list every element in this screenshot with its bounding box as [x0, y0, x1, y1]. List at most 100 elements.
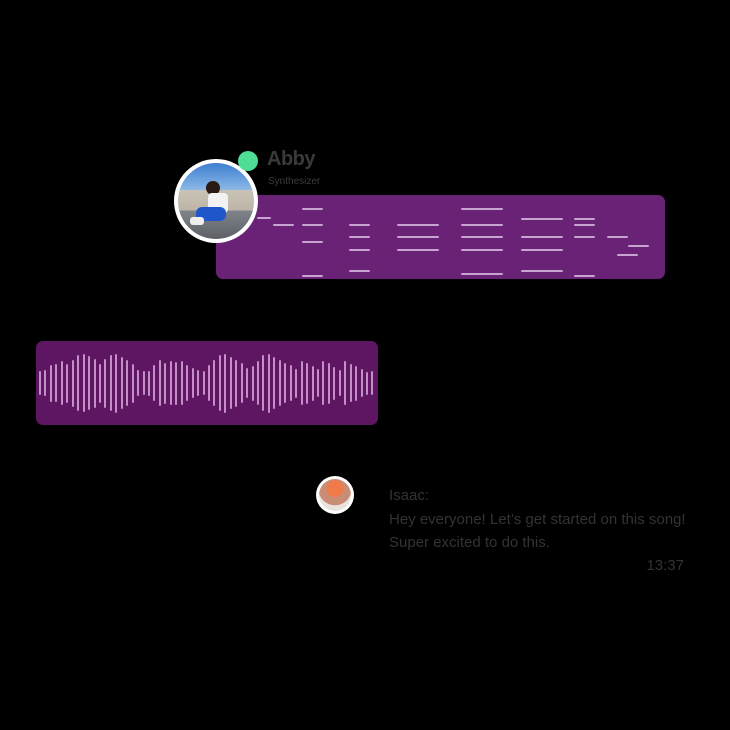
waveform-bar: [338, 370, 341, 396]
online-status-icon: [238, 151, 258, 171]
waveform-bar: [98, 363, 101, 403]
waveform-bar: [257, 361, 259, 405]
waveform-bar: [93, 358, 96, 408]
waveform-bar: [213, 360, 216, 406]
waveform-bar: [267, 353, 270, 413]
waveform-bar: [158, 360, 161, 406]
waveform-bar: [39, 371, 41, 395]
waveform-bar: [186, 365, 189, 401]
waveform-bar: [104, 358, 107, 408]
user-photo-icon: [178, 163, 254, 239]
midi-note: [273, 224, 294, 226]
waveform-bar: [55, 364, 58, 402]
waveform-bar: [284, 363, 287, 403]
waveform-bar: [295, 368, 298, 398]
midi-note: [349, 249, 370, 251]
piano-roll-track[interactable]: [216, 195, 665, 279]
waveform-bar: [306, 362, 309, 404]
waveform-bar: [126, 360, 129, 406]
midi-note: [461, 208, 503, 210]
waveform-bar: [366, 371, 368, 395]
midi-note: [617, 254, 638, 256]
midi-note: [397, 236, 439, 238]
midi-note: [574, 236, 595, 238]
waveform-bar: [148, 370, 150, 396]
waveform-bar: [197, 370, 200, 396]
midi-note: [574, 218, 595, 220]
waveform-bar: [180, 361, 183, 405]
waveform-bar: [246, 368, 249, 398]
waveform-bar: [224, 353, 227, 413]
waveform-bar: [327, 362, 330, 404]
waveform-bar: [88, 356, 91, 410]
waveform-bar: [142, 371, 145, 395]
message-sender: Isaac:: [389, 487, 430, 504]
waveform-bar: [207, 365, 210, 401]
waveform-bar: [240, 363, 243, 403]
midi-note: [574, 275, 595, 277]
midi-note: [521, 236, 563, 238]
midi-note: [302, 241, 323, 243]
waveform-bar: [175, 361, 178, 405]
waveform-bar: [202, 371, 205, 395]
midi-note: [521, 218, 563, 220]
waveform-bar: [251, 365, 254, 401]
midi-note: [349, 236, 370, 238]
waveform-bar: [44, 370, 47, 396]
waveform-bar: [262, 355, 265, 411]
waveform-bar: [235, 359, 238, 407]
waveform-bar: [349, 364, 352, 402]
waveform-bar: [191, 368, 194, 398]
midi-note: [397, 249, 439, 251]
midi-note: [397, 224, 439, 226]
midi-note: [461, 249, 503, 251]
midi-note: [628, 245, 649, 247]
track-user-name: Abby: [267, 148, 316, 170]
waveform-bar: [71, 359, 74, 407]
audio-waveform-track[interactable]: [36, 341, 378, 425]
waveform-bar: [229, 357, 232, 409]
waveform-bar: [322, 361, 325, 405]
waveform-bar: [300, 361, 303, 405]
midi-note: [521, 270, 563, 272]
waveform-bar: [371, 371, 374, 395]
waveform-bar: [355, 365, 358, 401]
waveform-bar: [289, 365, 292, 401]
midi-note: [349, 270, 370, 272]
midi-note: [574, 224, 595, 226]
message-text: Hey everyone! Let’s get started on this …: [389, 511, 686, 551]
waveform-bar: [115, 353, 118, 413]
midi-note: [607, 236, 628, 238]
waveform-bar: [49, 364, 52, 402]
waveform-bar: [169, 361, 172, 405]
waveform-bar: [344, 361, 347, 405]
midi-note: [349, 224, 370, 226]
midi-note: [461, 273, 503, 275]
waveform-bar: [311, 365, 314, 401]
midi-note: [521, 249, 563, 251]
waveform-bar: [60, 361, 63, 405]
abby-avatar[interactable]: [174, 159, 258, 243]
waveform-bar: [66, 363, 69, 403]
waveform-bar: [82, 354, 85, 412]
user-photo-icon: [319, 479, 351, 511]
waveform-bar: [109, 355, 112, 411]
midi-note: [461, 224, 503, 226]
midi-note: [302, 208, 323, 210]
waveform-bar: [278, 360, 281, 406]
midi-note: [461, 236, 503, 238]
midi-note: [257, 217, 271, 219]
waveform-bar: [316, 369, 319, 397]
waveform-bar: [360, 369, 363, 397]
waveform-bar: [273, 357, 276, 409]
waveform-bar: [120, 357, 123, 409]
midi-note: [302, 275, 323, 277]
midi-note: [302, 224, 323, 226]
waveform-bar: [137, 370, 140, 396]
waveform-bar: [77, 355, 80, 411]
waveform-bar: [218, 355, 221, 411]
waveform-bar: [333, 366, 336, 400]
isaac-avatar[interactable]: [316, 476, 354, 514]
message-timestamp: 13:37: [646, 557, 684, 574]
track-instrument: Synthesizer: [268, 176, 321, 187]
